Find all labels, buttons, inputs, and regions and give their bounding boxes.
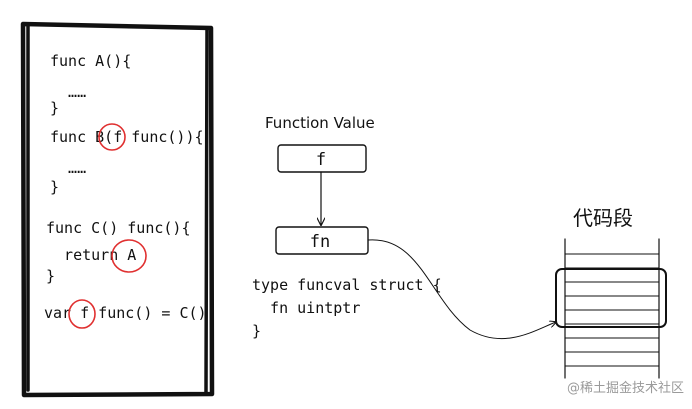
code-panel-frame-right	[204, 28, 209, 394]
struct-line-3: }	[252, 322, 261, 340]
code-line-6: }	[50, 178, 59, 196]
code-line-9: }	[46, 267, 55, 285]
code-segment-highlight-block	[555, 268, 667, 328]
code-line-1: func A(){	[50, 52, 131, 70]
box-fn	[275, 226, 369, 255]
box-f	[277, 144, 367, 173]
struct-line-1: type funcval struct {	[252, 276, 442, 294]
code-segment: 代码段	[555, 206, 667, 379]
code-line-8: return A	[46, 246, 136, 264]
struct-line-2: fn uintptr	[252, 299, 360, 317]
code-segment-rows	[564, 253, 660, 367]
function-value-title: Function Value	[265, 114, 375, 132]
arrow-fn-to-code-segment	[367, 239, 556, 340]
highlight-circle-param-f	[98, 123, 126, 151]
code-line-7: func C() func(){	[46, 219, 191, 237]
code-panel-frame	[20, 21, 215, 398]
highlight-circle-return-a	[111, 239, 147, 273]
box-fn-label: fn	[310, 232, 330, 252]
code-line-5: ……	[50, 159, 86, 177]
code-line-3: }	[50, 99, 59, 117]
highlight-circle-var-f	[68, 299, 96, 329]
code-panel: func A(){ …… } func B(f func()){ …… } fu…	[20, 21, 215, 398]
code-line-10: var f func() = C()	[44, 304, 207, 322]
code-line-4: func B(f func()){	[50, 128, 204, 146]
code-segment-title: 代码段	[573, 206, 633, 230]
box-f-label: f	[316, 150, 326, 170]
code-line-2: ……	[50, 83, 86, 101]
function-value-diagram: Function Value f fn type funcval struct …	[252, 114, 556, 340]
watermark: @稀土掘金技术社区	[567, 380, 684, 396]
